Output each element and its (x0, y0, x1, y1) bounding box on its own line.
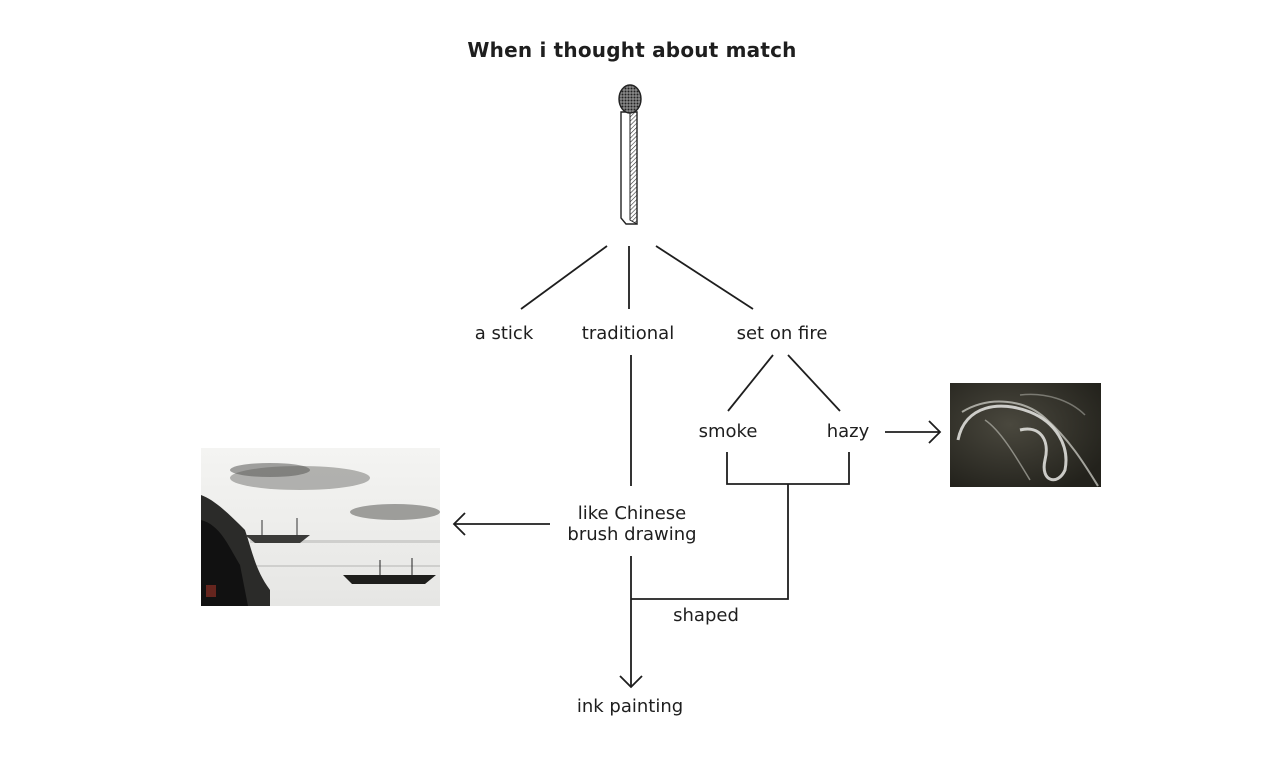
node-chinese-brush-line2: brush drawing (567, 524, 697, 545)
arrow-head-left-icon (452, 512, 466, 536)
node-smoke: smoke (698, 421, 758, 442)
node-a-stick: a stick (474, 323, 534, 344)
connector-line (787, 354, 841, 412)
match-illustration (618, 84, 642, 225)
ink-painting-landscape-image (201, 448, 440, 606)
node-hazy: hazy (826, 421, 870, 442)
arrow-head-right-icon (928, 420, 942, 444)
connector-line (631, 484, 789, 600)
smoke-photo (950, 383, 1101, 487)
node-chinese-brush-line1: like Chinese (577, 503, 687, 524)
connector-line (655, 245, 754, 310)
diagram-title: When i thought about match (467, 38, 797, 62)
connector-line (520, 245, 608, 310)
connector-line (727, 354, 774, 412)
node-set-on-fire: set on fire (736, 323, 828, 344)
node-traditional: traditional (581, 323, 675, 344)
node-chinese-brush-drawing: like Chinese brush drawing (567, 503, 696, 545)
node-ink-painting: ink painting (576, 696, 684, 717)
node-shaped: shaped (673, 605, 739, 626)
connector-bracket (726, 452, 850, 485)
arrow-head-down-icon (619, 675, 643, 689)
